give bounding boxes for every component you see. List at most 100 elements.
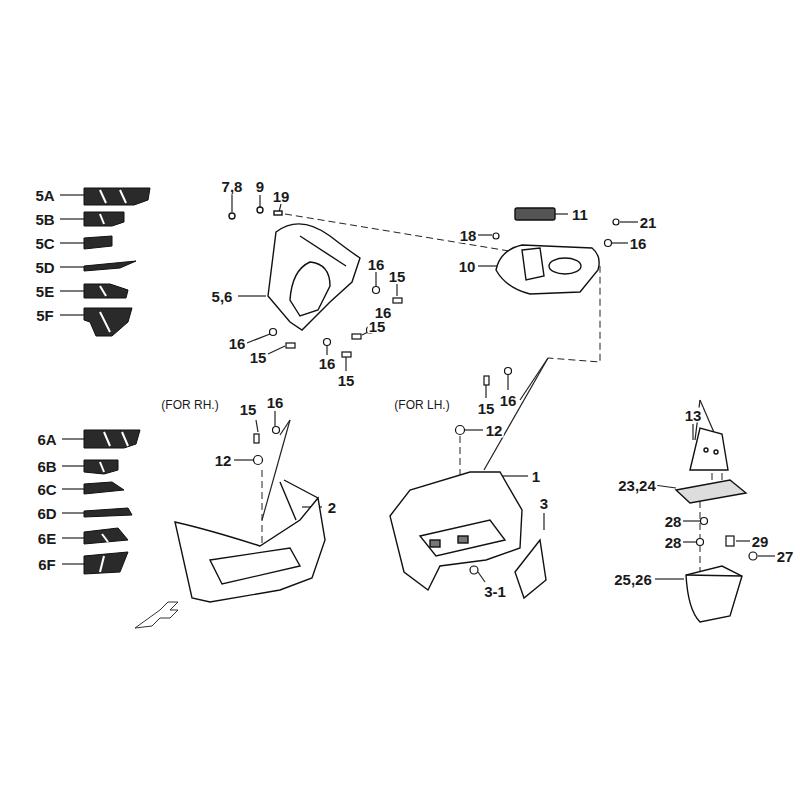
callout-number: 15 (477, 401, 496, 416)
leader-lines (268, 346, 285, 354)
hardware (701, 518, 708, 525)
decal-stripes (100, 190, 106, 203)
callout-number: 5F (35, 308, 55, 323)
leader-lines (274, 411, 275, 426)
leader-lines (345, 357, 346, 371)
storage-box (714, 450, 718, 454)
hardware (749, 552, 757, 560)
leader-lines (231, 195, 232, 212)
footwell-rh (175, 498, 325, 602)
callout-number: 29 (751, 534, 770, 549)
storage-box (686, 566, 742, 622)
decals (84, 430, 140, 448)
decal-stripes (102, 534, 108, 542)
hardware (726, 536, 734, 546)
footwell-rh (280, 482, 296, 520)
hardware (605, 240, 612, 247)
leader-lines (507, 375, 508, 390)
callout-number: 6D (36, 506, 57, 521)
hardware (324, 339, 331, 346)
footwell-lh (430, 540, 440, 547)
assembly-dashed-lines (262, 470, 263, 545)
leader-lines (612, 242, 628, 243)
leader-lines (620, 221, 638, 222)
decal-stripes (100, 190, 128, 572)
decals (84, 460, 118, 474)
logo-sketch (135, 602, 178, 628)
callout-number: 11 (571, 207, 589, 222)
storage-box (676, 480, 746, 503)
leader-lines (326, 346, 327, 355)
leader-lines (62, 563, 84, 564)
assembly-dashed-lines (700, 490, 701, 575)
leader-lines (485, 385, 486, 398)
front-panel (300, 236, 346, 266)
logo-sketch (135, 602, 178, 628)
leader-lines (396, 284, 397, 296)
callout-number: 16 (228, 336, 247, 351)
callout-number: 9 (255, 179, 265, 194)
leader-lines (60, 242, 84, 243)
leader-lines (520, 358, 548, 400)
footwell-rh (284, 480, 318, 498)
callout-number: 6C (36, 482, 57, 497)
callout-number: 7,8 (221, 179, 244, 194)
hardware (456, 426, 465, 435)
leader-lines (62, 537, 84, 538)
callout-number: 16 (266, 395, 285, 410)
storage-box (704, 448, 708, 452)
leader-lines (736, 540, 750, 541)
callout-number: 10 (458, 259, 477, 274)
hardware (484, 376, 489, 385)
leader-lines (280, 420, 290, 435)
leader-lines (262, 420, 290, 520)
leader-lines (654, 485, 676, 488)
decals (84, 552, 128, 574)
decals (84, 261, 136, 271)
leader-lines (478, 572, 485, 582)
leader-lines (60, 314, 84, 315)
storage-box (676, 428, 746, 622)
leader-lines (259, 195, 260, 208)
callout-number: 16 (629, 236, 648, 251)
rear-fender (522, 248, 544, 280)
front-panel (229, 207, 360, 330)
leader-lines (62, 488, 84, 489)
hardware (613, 219, 619, 225)
front-panel (290, 262, 330, 316)
callout-number: 3 (539, 496, 549, 511)
leader-lines (62, 438, 84, 439)
callout-number: 23,24 (617, 478, 657, 493)
front-panel (257, 207, 263, 213)
callout-number: 6A (36, 432, 57, 447)
leader-lines (683, 541, 696, 542)
hardware (505, 368, 512, 375)
front-panel (229, 213, 235, 219)
decal-stripes (100, 312, 110, 332)
callout-number: 27 (776, 549, 795, 564)
leader-lines (758, 555, 775, 556)
callout-number: 21 (639, 215, 658, 230)
storage-box (686, 575, 742, 576)
footwell-lh (458, 536, 468, 543)
decals (84, 528, 128, 544)
leader-lines (543, 513, 544, 530)
leader-lines (247, 334, 270, 343)
callout-number: 15 (368, 319, 387, 334)
callout-number: 6F (37, 557, 57, 572)
decal-stripes (100, 214, 104, 224)
callout-number: 5,6 (211, 289, 234, 304)
callout-number: 15 (239, 402, 258, 417)
leader-lines (60, 194, 84, 195)
leader-lines (62, 512, 84, 513)
hardware (342, 352, 351, 357)
callout-number: 2 (327, 500, 337, 515)
decals (84, 308, 132, 336)
decals (84, 188, 150, 574)
callout-number: 16 (499, 393, 518, 408)
callout-number: 28 (664, 514, 683, 529)
footwell-lh (390, 472, 522, 590)
decal-stripes (104, 432, 110, 446)
hardware (373, 287, 380, 294)
